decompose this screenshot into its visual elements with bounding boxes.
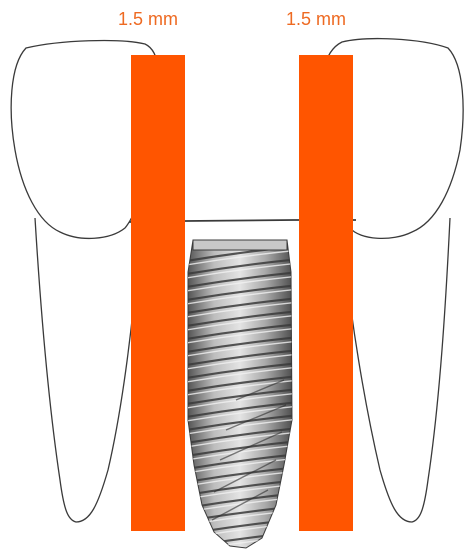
right-width-label: 1.5 mm: [286, 8, 346, 30]
implant-collar: [193, 240, 287, 250]
right-tooth-root: [342, 218, 450, 522]
left-spacing-band: [131, 55, 185, 531]
dental-implant: [180, 240, 300, 552]
implant-body: [188, 240, 292, 548]
left-width-label: 1.5 mm: [118, 8, 178, 30]
right-spacing-band: [299, 55, 353, 531]
left-tooth-root: [35, 218, 140, 522]
